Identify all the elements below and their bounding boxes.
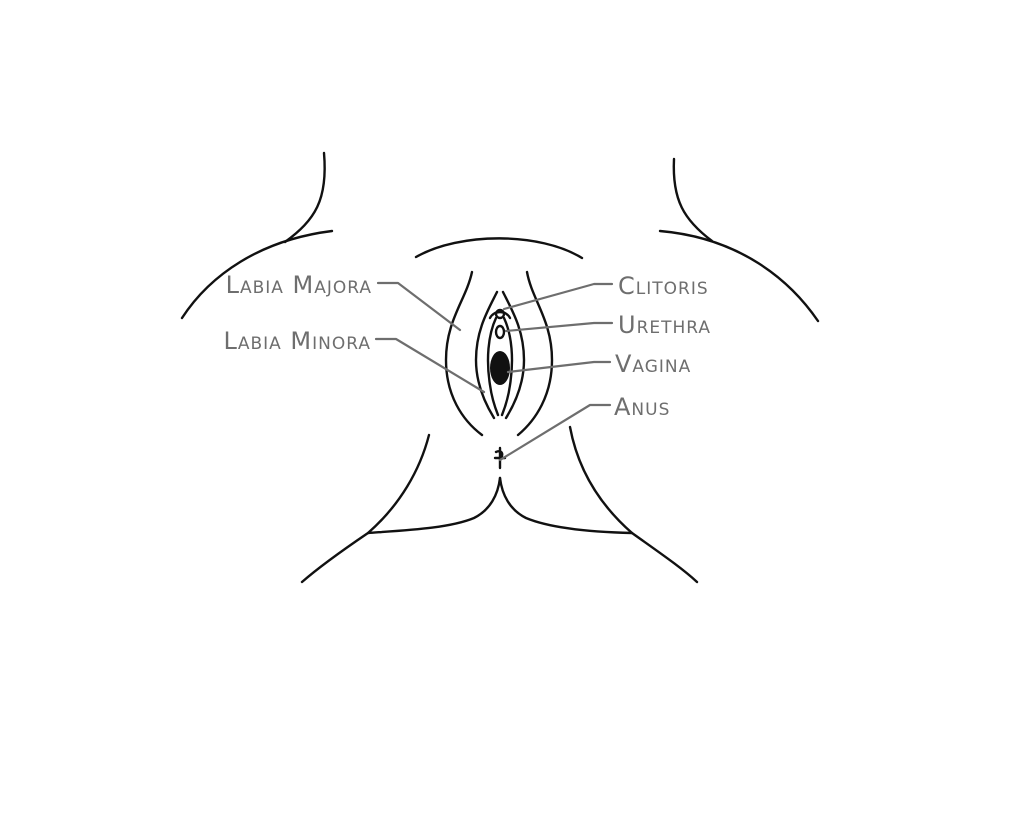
label-vagina: Vagina [615,350,691,378]
left-thigh-upper [283,151,326,244]
label-labia-majora: Labia Majora [226,271,372,299]
pubic-mound [414,237,584,260]
left-buttock [300,433,431,584]
label-urethra: Urethra [618,311,711,339]
leader-lines [374,281,614,462]
label-anus: Anus [614,393,670,421]
clitoral-hood [488,310,512,320]
label-labia-minora: Labia Minora [223,327,371,355]
clitoris-shape [494,308,506,320]
label-clitoris: Clitoris [618,272,709,300]
leader-clitoris [502,282,614,311]
right-thigh-outer [658,229,820,323]
leader-urethra [504,321,614,333]
leader-labia-majora [376,281,462,332]
labels: Labia Majora Labia Minora Clitoris Ureth… [223,271,711,421]
vulva [444,270,554,470]
leader-anus [498,403,612,462]
labia-majora-left [444,270,484,437]
labia-minora-left [474,290,499,420]
left-gluteal-fold [366,476,502,535]
left-thigh-outer [180,229,334,320]
vaginal-opening [490,351,510,385]
right-buttock [568,425,699,584]
labia-minora-inner-left [486,316,500,417]
leader-vagina [506,360,612,374]
body-outline [180,151,820,584]
right-thigh-upper [672,157,714,243]
urethra-opening [494,324,506,340]
leader-labia-minora [374,337,486,394]
right-gluteal-fold [498,476,634,535]
labia-minora-inner-right [500,316,514,417]
labia-majora-right [516,270,554,437]
